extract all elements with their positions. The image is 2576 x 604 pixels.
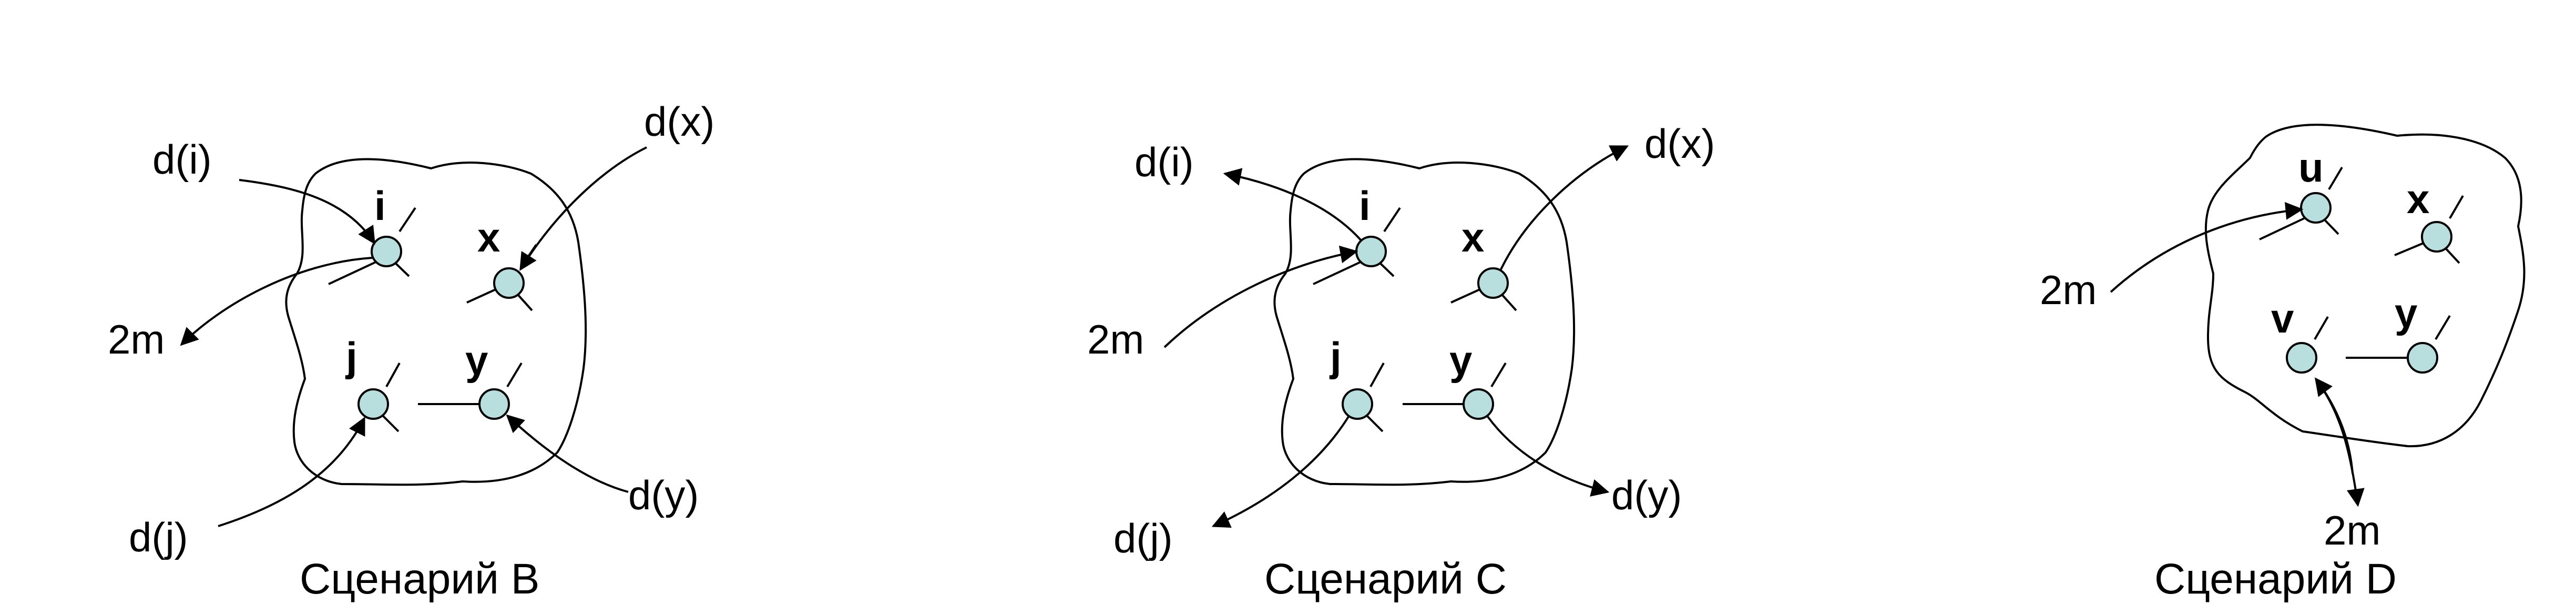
- link-stub: [1490, 362, 1507, 388]
- link-stub: [2324, 219, 2339, 235]
- node-x-label: x: [2407, 176, 2429, 222]
- caption-b: Сценарий B: [300, 555, 539, 603]
- link-stub: [398, 207, 416, 233]
- arrow-y-to-dy: [1487, 416, 1610, 497]
- label-dj: d(j): [129, 514, 188, 560]
- node-y: [2407, 342, 2438, 374]
- node-y-label: y: [465, 337, 488, 384]
- arrow-dy-to-y: [506, 414, 629, 493]
- node-x: [493, 267, 525, 299]
- link-stub: [2435, 315, 2451, 340]
- node-x-label: x: [1461, 214, 1484, 260]
- node-j: [357, 388, 389, 420]
- arrow-2m-to-u: [2110, 202, 2304, 293]
- link-stub: [2394, 242, 2424, 256]
- label-2m-left: 2m: [2040, 267, 2097, 313]
- arrow-i-to-2m: [180, 257, 373, 346]
- arrow-2m-to-i: [1163, 245, 1358, 348]
- caption-d: Сценарий D: [2154, 555, 2397, 603]
- label-dj: d(j): [1113, 515, 1173, 561]
- node-x-label: x: [477, 214, 500, 260]
- node-x: [2421, 221, 2452, 253]
- link-stub: [2445, 247, 2460, 264]
- link-stub: [1383, 207, 1401, 233]
- arrow-x-to-dx: [1500, 145, 1629, 270]
- scenario-c: i x j y d(i) d(x) 2m d(j) d(y) Сценарий …: [1087, 120, 1715, 603]
- label-2m: 2m: [108, 316, 165, 363]
- node-j-label: j: [1329, 334, 1342, 380]
- node-x: [1477, 267, 1509, 299]
- arrow-v-to-2m: [2315, 378, 2365, 507]
- arrow-di-to-i: [239, 179, 375, 245]
- node-y: [1463, 388, 1494, 420]
- region-blob: [285, 158, 587, 486]
- label-2m: 2m: [1087, 316, 1144, 363]
- node-y-label: y: [1449, 337, 1472, 384]
- node-i-label: i: [374, 183, 386, 229]
- link-stub: [1366, 415, 1384, 432]
- link-stub: [328, 261, 376, 285]
- link-stub: [2314, 316, 2329, 340]
- scenario-b: i x j y d(i) d(x) 2m d(j) d(y) Сценарий …: [108, 98, 714, 603]
- link-stub: [385, 363, 401, 387]
- arrow-j-to-dj: [1211, 416, 1350, 528]
- label-dx: d(x): [1644, 120, 1715, 167]
- node-j: [1342, 388, 1373, 420]
- link-stub: [1501, 294, 1517, 311]
- node-j-label: j: [345, 334, 357, 380]
- arrow-dx-to-x: [519, 146, 647, 271]
- link-stub: [394, 262, 410, 277]
- arrow-dj-to-j: [218, 416, 365, 527]
- link-stub: [1313, 261, 1361, 285]
- node-v: [2286, 342, 2317, 374]
- link-stub: [466, 288, 496, 304]
- node-y: [478, 388, 510, 420]
- link-stub: [506, 362, 523, 388]
- link-stub: [1379, 262, 1395, 277]
- arrow-i-to-di: [1223, 168, 1363, 242]
- arrow-2m-to-v: [2314, 377, 2354, 474]
- label-dx: d(x): [644, 98, 714, 145]
- node-i: [371, 236, 402, 267]
- link-stub: [1450, 288, 1480, 304]
- link-stub: [1369, 363, 1385, 387]
- link-stub: [2259, 217, 2305, 240]
- region-blob: [2204, 124, 2526, 448]
- label-dy: d(y): [1611, 472, 1682, 518]
- link-stub: [2328, 166, 2343, 190]
- link-stub: [2449, 195, 2464, 219]
- region-blob: [1273, 158, 1576, 486]
- link-stub: [382, 415, 400, 432]
- caption-c: Сценарий C: [1264, 555, 1507, 603]
- node-u: [2300, 192, 2332, 224]
- label-di: d(i): [152, 136, 212, 183]
- scenario-d: u x v y 2m 2m Сценарий D: [2040, 124, 2526, 603]
- label-dy: d(y): [628, 472, 699, 518]
- link-stub: [517, 294, 533, 311]
- label-2m-bottom: 2m: [2324, 507, 2380, 553]
- node-v-label: v: [2271, 295, 2294, 341]
- node-i-label: i: [1359, 183, 1371, 229]
- label-di: d(i): [1134, 139, 1194, 185]
- node-y-label: y: [2395, 290, 2417, 336]
- node-u-label: u: [2298, 144, 2324, 190]
